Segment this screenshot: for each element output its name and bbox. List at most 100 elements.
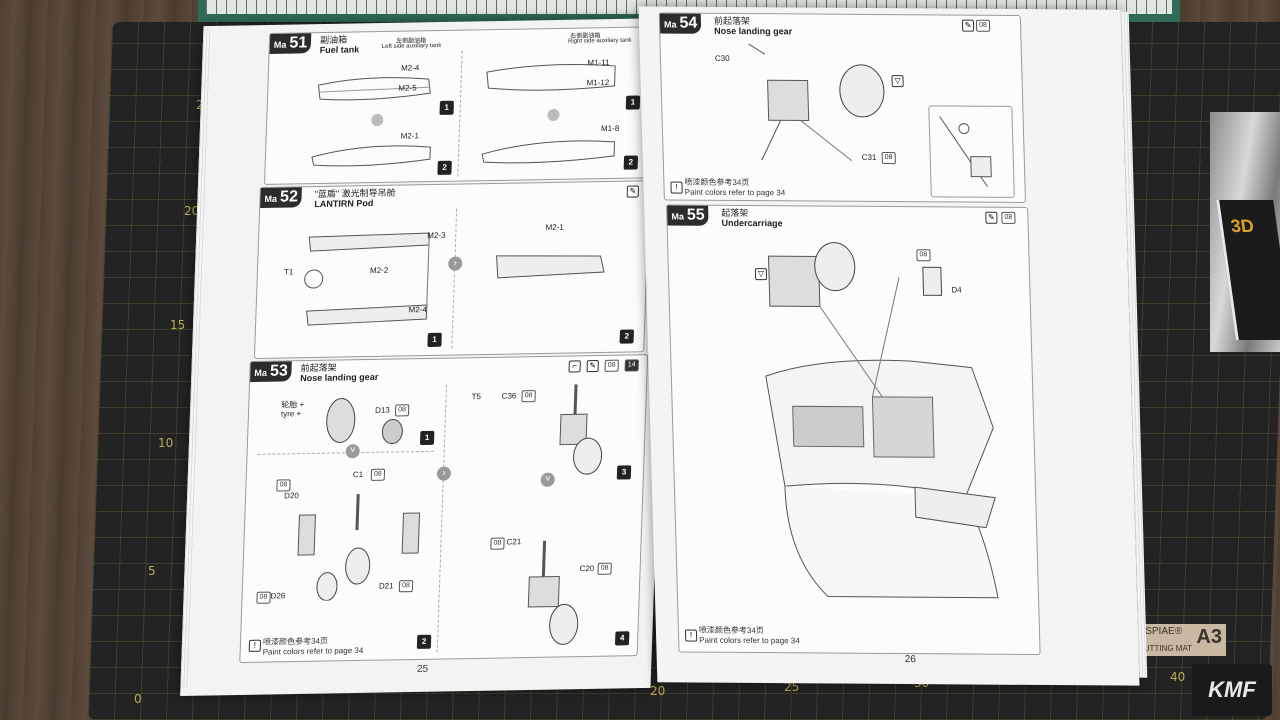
paint-note-en: Paint colors refer to page 34 [262, 645, 364, 657]
paint-icon: ✎ [586, 359, 599, 373]
part-label: C30 [714, 53, 730, 63]
mat-number: 20 [184, 204, 200, 218]
color-tag: 14 [624, 359, 639, 372]
part-label: M2-4 [400, 63, 420, 73]
step-title-en: Undercarriage [721, 217, 783, 229]
detail-inset [928, 105, 1015, 198]
paint-icon: ✎ [961, 19, 975, 32]
part-label: M2-3 [427, 230, 446, 241]
step-number: 54 [679, 14, 698, 32]
part-label: D13 [374, 405, 390, 415]
part-label: M2-4 [408, 305, 428, 315]
mat-number: 10 [158, 436, 174, 450]
step-number: 51 [289, 34, 308, 52]
mat-sub: CUTTING MAT [1138, 644, 1193, 653]
mat-brand-mark: ® [1174, 626, 1183, 637]
view-icon: ▽ [891, 75, 904, 88]
part-tag: 08 [370, 468, 385, 481]
part-tag: 08 [276, 479, 291, 492]
mat-brand: DSPIAE [1138, 626, 1175, 637]
part-label: M2-2 [369, 265, 389, 276]
right-tank-label-en: Right side auxiliary tank [567, 37, 632, 45]
lantirn-pod-drawing [304, 232, 430, 326]
wheel-label-en: tyre + [280, 409, 302, 419]
page-number: 25 [416, 663, 429, 675]
detail-drawing [939, 116, 992, 187]
fuselage-drawing [765, 242, 999, 599]
page-number: 26 [904, 654, 917, 666]
sequence-badge: 1 [439, 100, 454, 115]
fuel-tank-right-drawing [481, 64, 616, 164]
paint-note-cn: 喷漆颜色参考34页 [684, 177, 750, 188]
part-label: M1-11 [587, 58, 610, 68]
divider [451, 208, 458, 349]
nose-gear-step54-drawing [748, 43, 885, 162]
part-tag: 08 [256, 591, 271, 604]
warning-icon: ! [670, 181, 683, 194]
step-title-en: Fuel tank [319, 44, 360, 56]
lantirn-pod-assembled-drawing [496, 255, 605, 279]
step-title-en: Nose landing gear [714, 25, 793, 37]
step-title-cn: 前起落架 [713, 15, 751, 27]
part-label: T5 [471, 392, 482, 402]
mat-brand-label: DSPIAE® A3 CUTTING MAT [1134, 624, 1226, 656]
paint-note-en: Paint colors refer to page 34 [699, 635, 800, 646]
warning-icon: ! [248, 639, 262, 652]
paint-note-en: Paint colors refer to page 34 [684, 187, 786, 198]
warning-icon: ! [684, 629, 698, 642]
step-title-cn: 副油箱 [319, 34, 348, 46]
step-number: 53 [269, 362, 289, 380]
next-arrow-icon: › [448, 256, 463, 271]
part-label: D21 [378, 581, 394, 591]
sequence-badge: 1 [427, 332, 442, 348]
d4-part-drawing [922, 266, 943, 296]
mat-number: 40 [1170, 670, 1186, 684]
divider [436, 384, 448, 653]
color-tag: 08 [1001, 211, 1016, 224]
sequence-badge: 1 [419, 430, 435, 446]
step-number: 55 [686, 206, 705, 224]
step-title-cn: 起落架 [721, 207, 749, 219]
glue-icon: ⌐ [568, 360, 581, 373]
mat-number: 15 [170, 318, 186, 332]
part-label: D4 [951, 285, 962, 295]
left-tank-label-en: Left side auxiliary tank [381, 42, 442, 51]
divider [457, 50, 463, 177]
part-label: M1-12 [586, 78, 610, 88]
sequence-badge: 2 [416, 634, 432, 649]
sequence-badge: 1 [625, 95, 641, 110]
step-number: 52 [279, 188, 299, 206]
mat-number: 25 [784, 680, 800, 694]
part-label: M1-8 [600, 123, 620, 134]
part-label: M2-1 [400, 131, 420, 141]
part-label: T1 [283, 267, 294, 277]
part-tag: 08 [916, 249, 931, 262]
part-label: D26 [270, 591, 286, 601]
part-tag: 08 [881, 151, 896, 165]
next-arrow-icon: › [436, 466, 452, 481]
nose-gear-final-drawing [527, 540, 579, 645]
wheel-drawing [326, 397, 403, 445]
sequence-badge: 4 [614, 631, 630, 646]
part-label: C36 [501, 391, 517, 401]
box-text: 3D [1229, 216, 1256, 236]
color-tag: 08 [975, 19, 991, 32]
part-label: M2-5 [398, 83, 417, 93]
mat-number: 20 [650, 684, 666, 698]
nose-gear-drawing [559, 384, 603, 475]
sequence-badge: 2 [619, 329, 634, 344]
part-tag: 08 [398, 580, 413, 593]
mat-size: A3 [1196, 626, 1222, 648]
mat-number: 0 [134, 692, 142, 706]
step-title-en: Nose landing gear [300, 371, 379, 384]
step-title-en: LANTIRN Pod [314, 198, 374, 210]
part-label: C1 [352, 470, 364, 480]
